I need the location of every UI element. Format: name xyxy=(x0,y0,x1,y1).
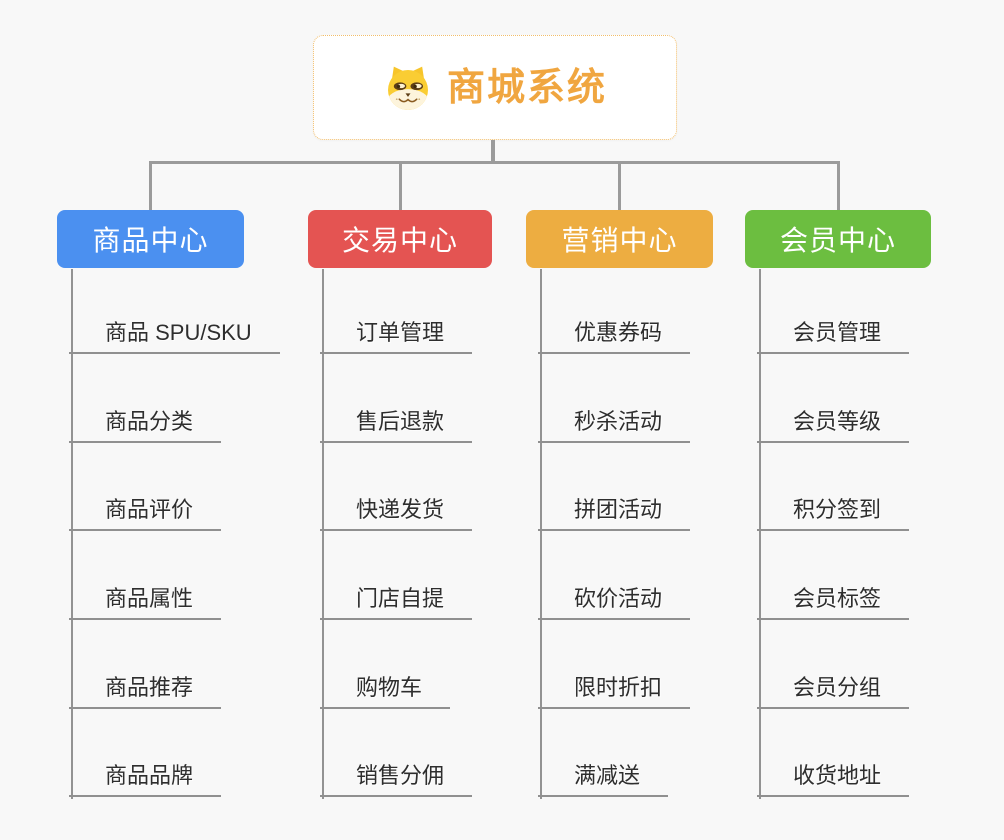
leaf-topic[interactable]: 商品品牌 xyxy=(69,764,222,797)
connector-drop xyxy=(398,161,402,211)
connector-horizontal xyxy=(149,161,840,164)
connector-drop xyxy=(836,161,840,211)
leaf-topic[interactable]: 商品 SPU/SKU xyxy=(69,321,280,354)
branch-label: 商品中心 xyxy=(92,225,209,256)
leaf-topic[interactable]: 商品推荐 xyxy=(69,676,222,709)
doge-icon xyxy=(383,64,433,111)
connector-root-stub xyxy=(491,140,495,164)
connector-drop xyxy=(618,161,621,211)
root-title: 商城系统 xyxy=(446,66,607,109)
leaf-topic[interactable]: 满减送 xyxy=(538,764,669,797)
leaf-topic[interactable]: 商品评价 xyxy=(69,498,222,531)
leaf-topic[interactable]: 商品分类 xyxy=(69,410,222,443)
leaf-topic[interactable]: 购物车 xyxy=(320,676,451,709)
leaf-topic[interactable]: 会员管理 xyxy=(757,321,910,354)
root-node[interactable]: 商城系统 xyxy=(313,35,677,140)
branch-label: 会员中心 xyxy=(779,225,896,256)
branch-spine xyxy=(759,269,761,799)
branch-header-0[interactable]: 商品中心 xyxy=(57,210,244,268)
leaf-topic[interactable]: 优惠券码 xyxy=(538,321,691,354)
branch-header-3[interactable]: 会员中心 xyxy=(745,210,931,268)
branch-label: 交易中心 xyxy=(341,225,458,256)
leaf-topic[interactable]: 拼团活动 xyxy=(538,498,691,531)
leaf-topic[interactable]: 砍价活动 xyxy=(538,587,691,620)
leaf-topic[interactable]: 会员标签 xyxy=(757,587,910,620)
leaf-topic[interactable]: 积分签到 xyxy=(757,498,910,531)
branch-label: 营销中心 xyxy=(561,225,678,256)
branch-spine xyxy=(322,269,324,799)
leaf-topic[interactable]: 秒杀活动 xyxy=(538,410,691,443)
branch-spine xyxy=(540,269,542,799)
connector-drop xyxy=(149,161,152,211)
branch-header-2[interactable]: 营销中心 xyxy=(526,210,713,268)
leaf-topic[interactable]: 限时折扣 xyxy=(538,676,691,709)
leaf-topic[interactable]: 销售分佣 xyxy=(320,764,473,797)
leaf-topic[interactable]: 会员等级 xyxy=(757,410,910,443)
leaf-topic[interactable]: 商品属性 xyxy=(69,587,222,620)
branch-spine xyxy=(71,269,73,799)
leaf-topic[interactable]: 订单管理 xyxy=(320,321,473,354)
branch-header-1[interactable]: 交易中心 xyxy=(308,210,492,268)
leaf-topic[interactable]: 收货地址 xyxy=(757,764,910,797)
leaf-topic[interactable]: 售后退款 xyxy=(320,410,473,443)
leaf-topic[interactable]: 门店自提 xyxy=(320,587,473,620)
leaf-topic[interactable]: 会员分组 xyxy=(757,676,910,709)
leaf-topic[interactable]: 快递发货 xyxy=(320,498,473,531)
